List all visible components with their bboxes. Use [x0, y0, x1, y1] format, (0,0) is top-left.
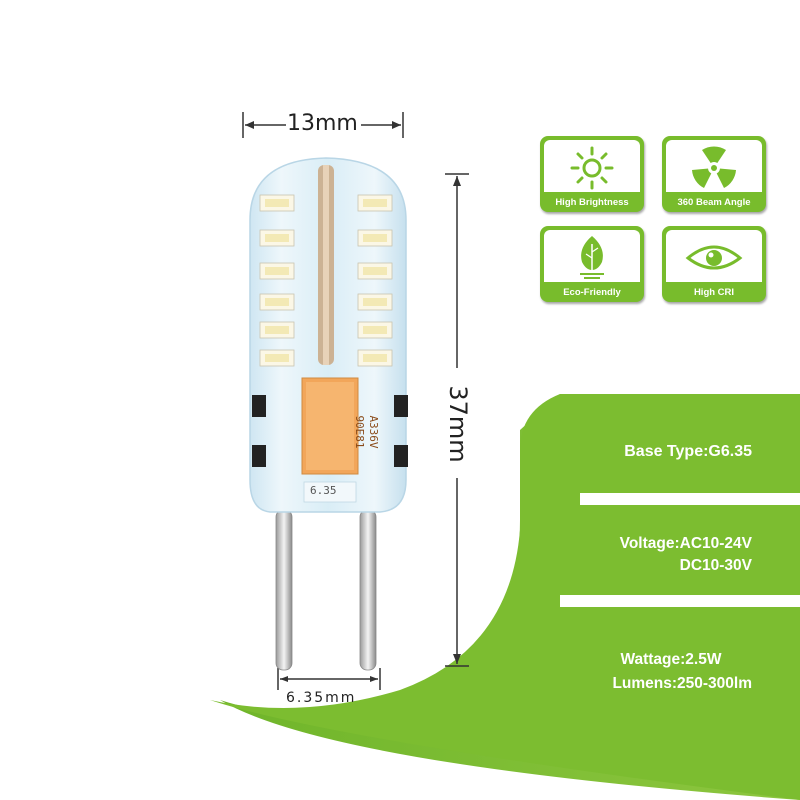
- spec-power: Wattage:2.5W Lumens:250-300lm: [612, 648, 752, 696]
- height-dimension-arrow: [445, 173, 469, 667]
- led-bulb-illustration: [249, 157, 408, 671]
- capacitor-marking-line1: A336V: [367, 415, 380, 449]
- feature-label: Eco-Friendly: [563, 287, 621, 298]
- spec-voltage-line2: DC10-30V: [679, 557, 752, 574]
- radiation-icon: [692, 146, 736, 188]
- base-marking: 6.35: [310, 484, 337, 497]
- feature-label: High CRI: [693, 287, 735, 298]
- feature-360-beam-angle: 360 Beam Angle: [662, 136, 766, 212]
- feature-eco-friendly: Eco-Friendly: [540, 226, 644, 302]
- spec-wattage: Wattage:2.5W: [620, 651, 722, 668]
- eye-icon: [685, 245, 743, 270]
- feature-high-cri: High CRI: [662, 226, 766, 302]
- width-dimension-arrow: [242, 112, 404, 138]
- capacitor-marking-line2: 90E81: [353, 415, 366, 449]
- spec-lumens: Lumens:250-300lm: [612, 675, 752, 692]
- sun-icon: [570, 146, 614, 190]
- pin-spacing-arrow: [277, 668, 381, 690]
- width-dimension-label: 13mm: [287, 111, 358, 136]
- pin-spacing-label: 6.35mm: [286, 690, 357, 706]
- capacitor-marking: A336V 90E81: [300, 412, 380, 452]
- spec-voltage: Voltage:AC10-24V DC10-30V: [620, 533, 752, 577]
- feature-label: 360 Beam Angle: [677, 197, 751, 208]
- feature-label: High Brightness: [555, 197, 629, 208]
- height-dimension-label: 37mm: [444, 385, 472, 463]
- spec-voltage-line1: Voltage:AC10-24V: [619, 535, 752, 552]
- feature-high-brightness: High Brightness: [540, 136, 644, 212]
- leaf-icon: [580, 236, 604, 279]
- spec-base-type: Base Type:G6.35: [624, 443, 752, 460]
